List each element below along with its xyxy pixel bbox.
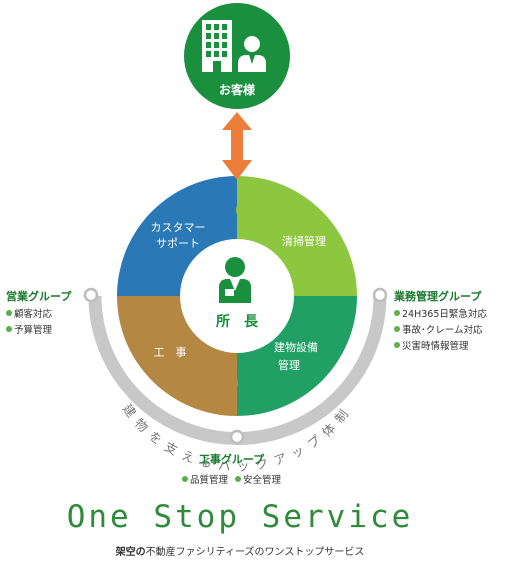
bullet-dot-icon (394, 310, 400, 316)
building-equipment-label-line2: 管理 (278, 358, 300, 372)
building-equipment-label-line1: 建物設備 (274, 340, 318, 354)
person-icon (238, 36, 266, 72)
operations-connector-node (372, 287, 388, 303)
customer-label: お客様 (219, 82, 256, 97)
puzzle-knob (236, 200, 256, 220)
construction-group: 工事グループ 品質管理 安全管理 (182, 451, 281, 486)
slogan: One Stop Service (66, 499, 414, 535)
list-item: 顧客対応 (6, 307, 71, 323)
cleaning-label: 清掃管理 (282, 234, 326, 248)
bullet-dot-icon (235, 476, 242, 482)
construction-connector-node (229, 429, 245, 445)
sales-group-items: 顧客対応 予算管理 (6, 307, 71, 339)
sales-group-title: 営業グループ (6, 290, 72, 303)
list-item: 災害時情報管理 (394, 339, 487, 355)
customer-support-label-line2: サポート (156, 237, 200, 250)
double-arrow-icon (222, 112, 252, 180)
construction-group-title: 工事グループ (198, 453, 265, 466)
puzzle-knob (140, 276, 160, 296)
bullet-dot-icon (6, 310, 12, 316)
tagline: 架空の不動産ファシリティーズのワンストップサービス (0, 543, 480, 558)
sales-connector-node (83, 287, 99, 303)
list-item: 24H365日緊急対応 (394, 307, 487, 323)
bullet-dot-icon (394, 342, 400, 348)
bullet-dot-icon (182, 476, 188, 482)
building-icon (202, 20, 232, 72)
tagline-rest: 不動産ファシリティーズのワンストップサービス (145, 547, 365, 558)
customer-support-label-line1: カスタマー (151, 221, 206, 234)
construction-label: 工 事 (154, 346, 187, 359)
director-person-icon (219, 257, 251, 303)
sales-group: 営業グループ 顧客対応 予算管理 (6, 288, 71, 339)
list-item: 安全管理 (235, 472, 281, 486)
bullet-dot-icon (394, 326, 400, 332)
operations-group-items: 24H365日緊急対応 事故･クレーム対応 災害時情報管理 (394, 307, 487, 355)
puzzle-knob (310, 296, 330, 316)
puzzle-knob (218, 373, 238, 393)
construction-group-items: 品質管理 安全管理 (182, 472, 281, 486)
director-label: 所 長 (216, 313, 259, 330)
list-item: 予算管理 (6, 323, 71, 339)
list-item: 品質管理 (182, 472, 228, 486)
operations-group-title: 業務管理グループ (394, 290, 482, 303)
list-item: 事故･クレーム対応 (394, 323, 487, 339)
bullet-dot-icon (6, 326, 12, 332)
operations-group: 業務管理グループ 24H365日緊急対応 事故･クレーム対応 災害時情報管理 (394, 288, 487, 355)
tagline-bold: 架空の (115, 547, 146, 558)
